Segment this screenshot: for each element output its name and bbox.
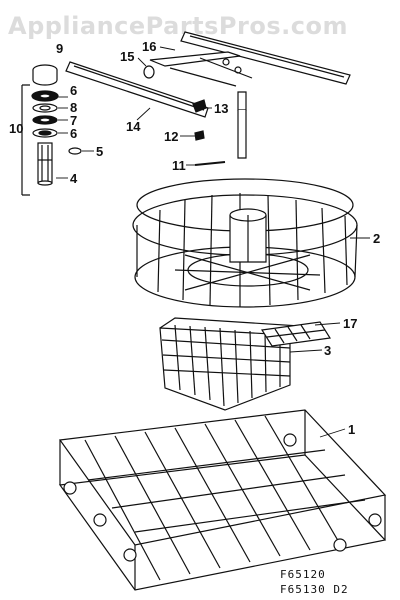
callout-3: 3	[324, 343, 332, 358]
callout-6-lower: 6	[70, 126, 78, 141]
callout-leaders	[56, 46, 370, 438]
basket-lid	[261, 321, 331, 347]
clip-and-screw	[192, 99, 207, 141]
upper-rack	[132, 178, 358, 308]
callout-9: 9	[56, 41, 64, 56]
callout-2: 2	[373, 231, 381, 246]
pin-part	[194, 161, 226, 166]
callout-14: 14	[126, 119, 141, 134]
nut-part	[143, 65, 155, 79]
callout-10: 10	[9, 121, 24, 136]
callout-13: 13	[214, 101, 229, 116]
model-code-2: F65130 D2	[280, 583, 349, 596]
model-code-1: F65120	[280, 568, 326, 581]
callout-7: 7	[70, 113, 78, 128]
callout-12: 12	[164, 129, 179, 144]
callout-8: 8	[70, 100, 78, 115]
callout-11: 11	[172, 158, 186, 173]
upper-spray-arm-manifold	[149, 31, 351, 87]
lower-rack	[58, 409, 387, 591]
callout-17: 17	[343, 316, 358, 331]
callout-15: 15	[120, 49, 135, 64]
callout-6-upper: 6	[70, 83, 78, 98]
feed-tube	[65, 61, 247, 159]
callout-1: 1	[348, 422, 356, 437]
callout-16: 16	[142, 39, 157, 54]
assembly-bracket	[21, 84, 30, 196]
callout-5: 5	[96, 144, 104, 159]
site-watermark: AppliancePartsPros.com	[8, 12, 348, 40]
wash-arm-hub-stack	[31, 64, 82, 186]
callout-4: 4	[70, 171, 78, 186]
